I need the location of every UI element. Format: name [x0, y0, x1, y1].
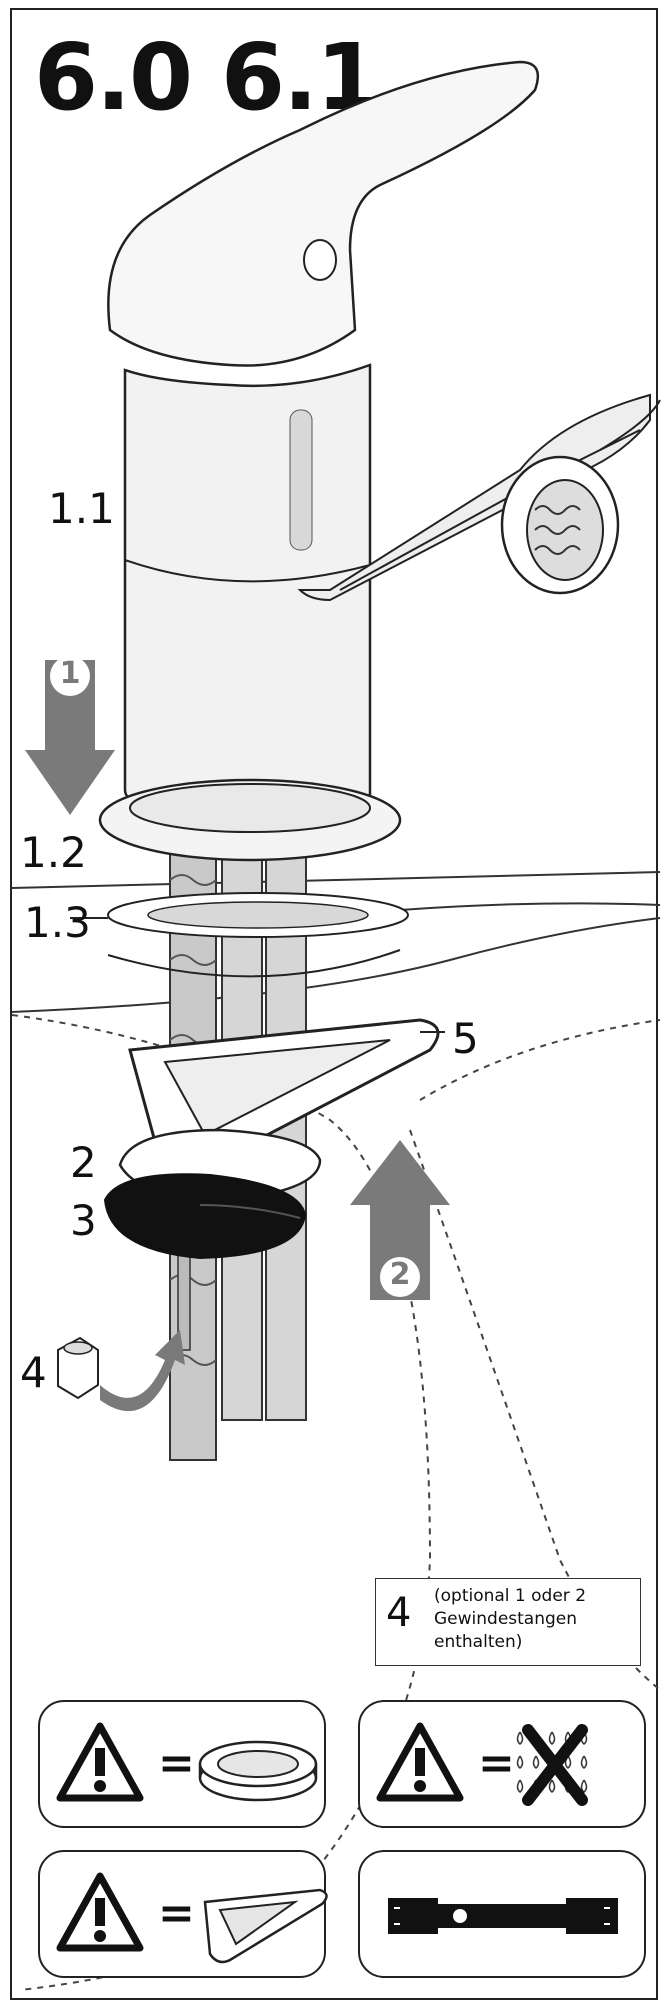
step-1-arrow: [25, 656, 115, 815]
step-2-arrow: [350, 1140, 450, 1300]
base-flange: [98, 778, 402, 862]
no-water-spray-icon: [516, 1724, 588, 1806]
step-2-number: 2: [389, 1257, 411, 1292]
tube-wrench-icon: [388, 1898, 618, 1934]
label-1-3: 1.3: [24, 898, 91, 947]
handle-screw-cap: [303, 239, 337, 281]
lever-handle: [107, 60, 540, 367]
label-1-2: 1.2: [20, 828, 87, 877]
step-title: 6.0 6.1: [34, 24, 380, 131]
legend-equals-2: =: [478, 1738, 515, 1789]
legend-ring-seal: =: [38, 1700, 326, 1828]
horseshoe-plate-icon: [203, 1888, 328, 1964]
optional-note-box: 4 (optional 1 oder 2 Gewindestangen enth…: [375, 1578, 641, 1666]
spout: [297, 393, 661, 602]
warning-icon: [376, 1722, 464, 1802]
label-5: 5: [452, 1014, 479, 1063]
legend-tube-wrench: [358, 1850, 646, 1978]
legend-horseshoe-plate: =: [38, 1850, 328, 1978]
note-line-1: (optional 1 oder 2: [434, 1586, 587, 1606]
label-3: 3: [70, 1196, 97, 1245]
step-1-number: 1: [59, 656, 81, 691]
note-text: (optional 1 oder 2 Gewindestangen enthal…: [434, 1585, 586, 1654]
note-line-2: Gewindestangen: [434, 1608, 578, 1629]
rubber-washer: [103, 1173, 307, 1260]
legend-no-water: =: [358, 1700, 646, 1828]
legend-equals-1: =: [158, 1738, 195, 1789]
countertop: [11, 871, 661, 1013]
sink-outline: [11, 1014, 661, 1991]
note-line-3: enthalten): [434, 1631, 523, 1652]
label-2: 2: [70, 1138, 97, 1187]
nut-curved-arrow: [100, 1330, 185, 1412]
warning-icon: [56, 1872, 144, 1952]
gasket-ring: [70, 892, 409, 978]
page-frame: [10, 8, 658, 2000]
legend-no-water-graphic: [376, 1722, 588, 1806]
legend-ring-seal-graphic: [56, 1722, 318, 1802]
note-number: 4: [386, 1590, 412, 1636]
ring-seal-icon: [198, 1740, 318, 1802]
legend-horseshoe-graphic: [56, 1872, 328, 1964]
label-1-1: 1.1: [48, 484, 115, 533]
nut-part: [57, 1336, 99, 1400]
label-4: 4: [20, 1348, 47, 1397]
warning-icon: [56, 1722, 144, 1802]
legend-equals-3: =: [158, 1888, 195, 1939]
